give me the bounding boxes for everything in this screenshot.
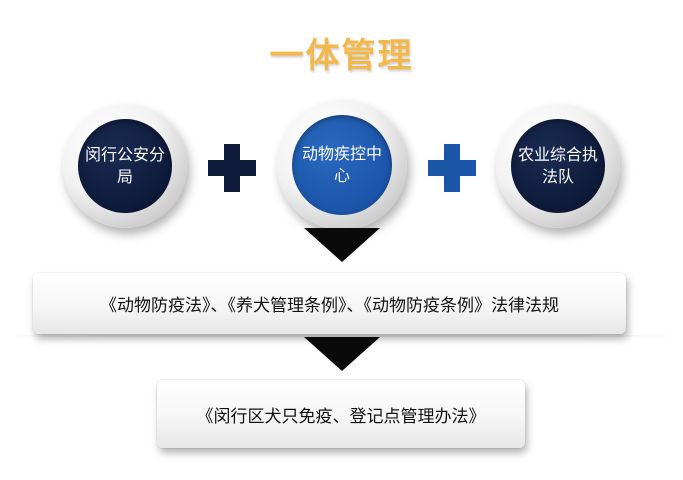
laws-box: 《动物防疫法》、《养犬管理条例》、《动物防疫条例》法律法规: [33, 273, 626, 334]
node-police: 闵行公安分局: [78, 119, 172, 213]
laws-text: 《动物防疫法》、《养犬管理条例》、《动物防疫条例》法律法规: [100, 296, 559, 316]
node-disease-control-label: 动物疾控中心: [302, 144, 383, 185]
plus-icon: [428, 144, 476, 192]
node-disease-control: 动物疾控中心: [292, 115, 392, 215]
node-agri-ring: 农业综合执法队: [496, 104, 620, 228]
down-pointer-icon: [304, 337, 380, 371]
node-center-ring: 动物疾控中心: [277, 100, 407, 230]
down-pointer-icon: [304, 228, 380, 262]
node-agri-enforcement-label: 农业综合执法队: [518, 145, 599, 186]
node-agri-enforcement: 农业综合执法队: [511, 119, 605, 213]
diagram-title: 一体管理: [269, 36, 414, 76]
node-police-label: 闵行公安分局: [85, 145, 166, 186]
rules-text: 《闵行区犬只免疫、登记点管理办法》: [196, 406, 486, 427]
plus-icon: [208, 144, 256, 192]
divider: [0, 335, 683, 337]
rules-box: 《闵行区犬只免疫、登记点管理办法》: [157, 380, 525, 448]
node-police-ring: 闵行公安分局: [63, 104, 187, 228]
